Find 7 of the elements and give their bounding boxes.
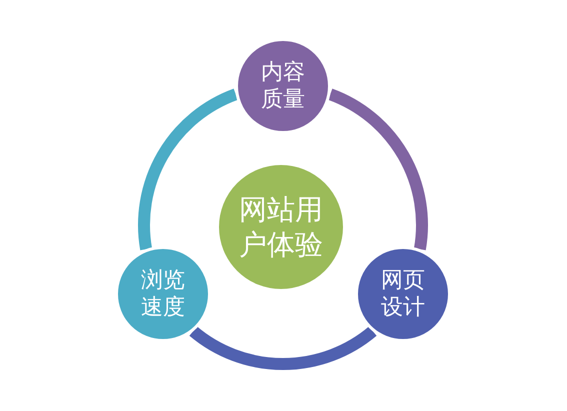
node-label: 内容质量 [260, 58, 306, 114]
ring-arc [328, 88, 428, 250]
ring-arc [138, 88, 238, 250]
node-label: 网页设计 [380, 266, 426, 322]
node-label: 浏览速度 [140, 266, 186, 322]
node-label: 网站用户体验 [238, 192, 324, 262]
ring-arc [190, 326, 376, 370]
